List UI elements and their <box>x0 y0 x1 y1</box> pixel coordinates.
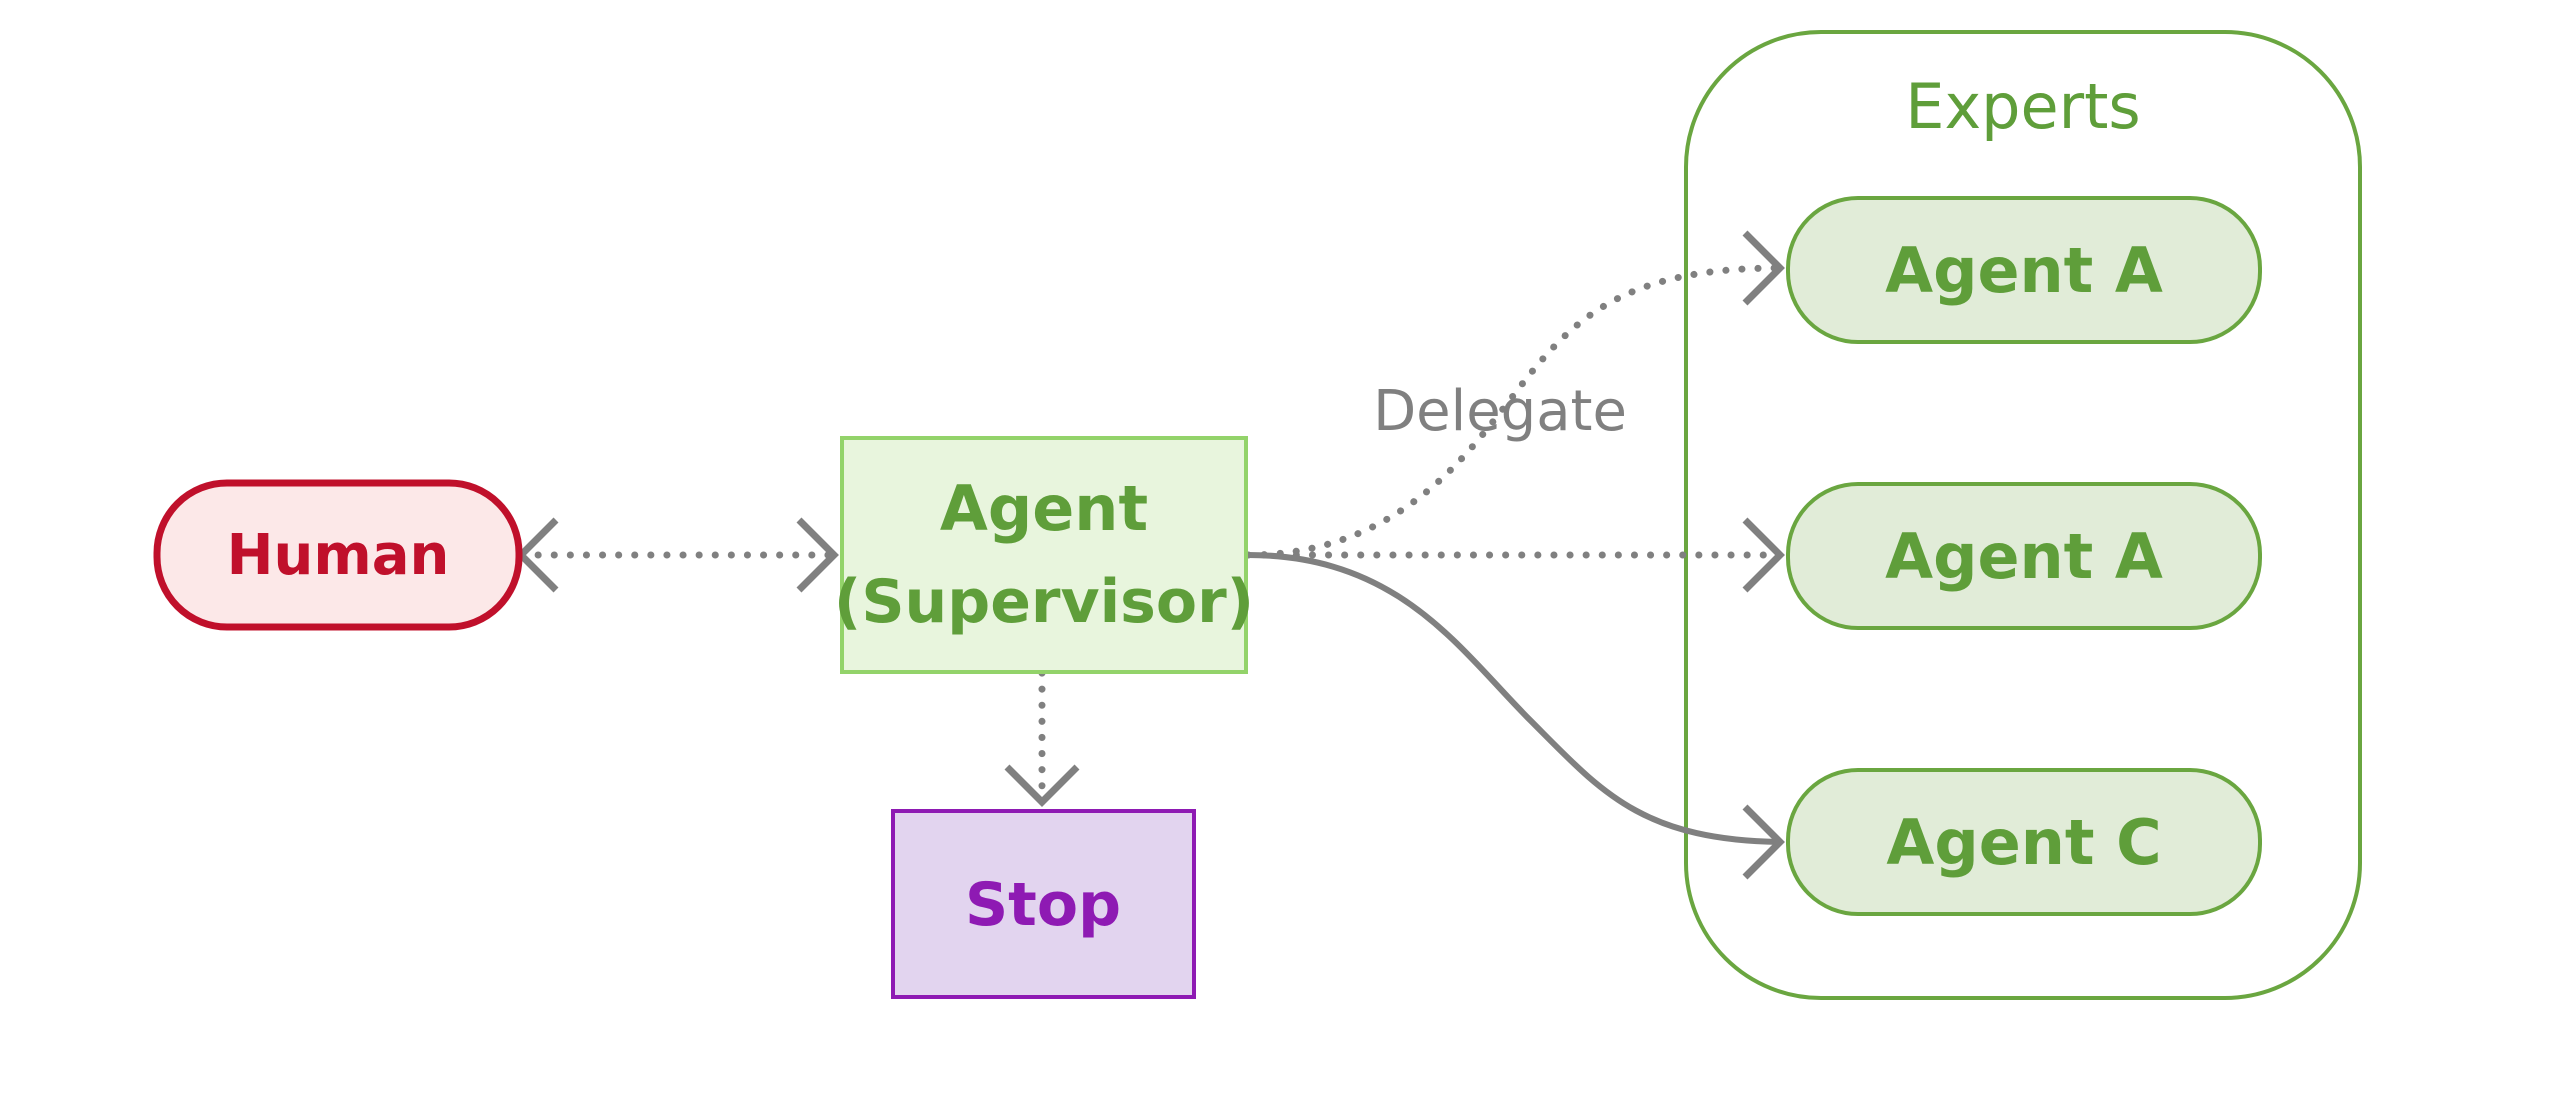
expert-node-middle: Agent A <box>1786 482 2262 630</box>
arrowhead-at-supervisor <box>796 517 839 593</box>
delegate-label: Delegate <box>1373 379 1627 444</box>
supervisor-node-outline <box>840 436 1248 674</box>
stop-node-shape <box>893 811 1194 997</box>
supervisor-node-label-line2: (Supervisor) <box>834 567 1254 637</box>
supervisor-node-label-line1: Agent <box>940 472 1148 545</box>
expert-node-bottom: Agent C <box>1786 768 2262 916</box>
supervisor-node-shape <box>842 438 1246 672</box>
expert-node-top-label: Agent A <box>1885 234 2163 307</box>
expert-node-bottom-shape <box>1788 770 2260 914</box>
experts-group-title: Experts <box>1905 70 2140 143</box>
expert-node-middle-outline <box>1786 482 2262 630</box>
arrowhead-at-expert-top <box>1742 230 1785 306</box>
edges: Delegate <box>516 230 1785 880</box>
expert-node-middle-label: Agent A <box>1885 520 2163 593</box>
expert-node-top-outline <box>1786 196 2262 344</box>
human-node-shape <box>157 483 519 627</box>
edge-supervisor-expert-bottom <box>1245 552 1783 845</box>
stop-node: Stop <box>891 809 1196 999</box>
expert-node-bottom-outline <box>1786 768 2262 916</box>
expert-node-bottom-label: Agent C <box>1886 806 2161 879</box>
arrowhead-at-expert-middle <box>1742 517 1785 593</box>
expert-node-top-shape <box>1788 198 2260 342</box>
supervisor-node: Agent (Supervisor) <box>834 436 1254 674</box>
expert-node-top: Agent A <box>1786 196 2262 344</box>
stop-node-label: Stop <box>965 870 1121 940</box>
arrowhead-at-stop <box>1004 764 1080 807</box>
human-node-outline <box>153 479 523 631</box>
arrowhead-at-expert-bottom <box>1742 804 1785 880</box>
expert-node-middle-shape <box>1788 484 2260 628</box>
stop-node-outline <box>891 809 1196 999</box>
human-node: Human <box>153 479 523 631</box>
human-node-label: Human <box>227 523 450 588</box>
